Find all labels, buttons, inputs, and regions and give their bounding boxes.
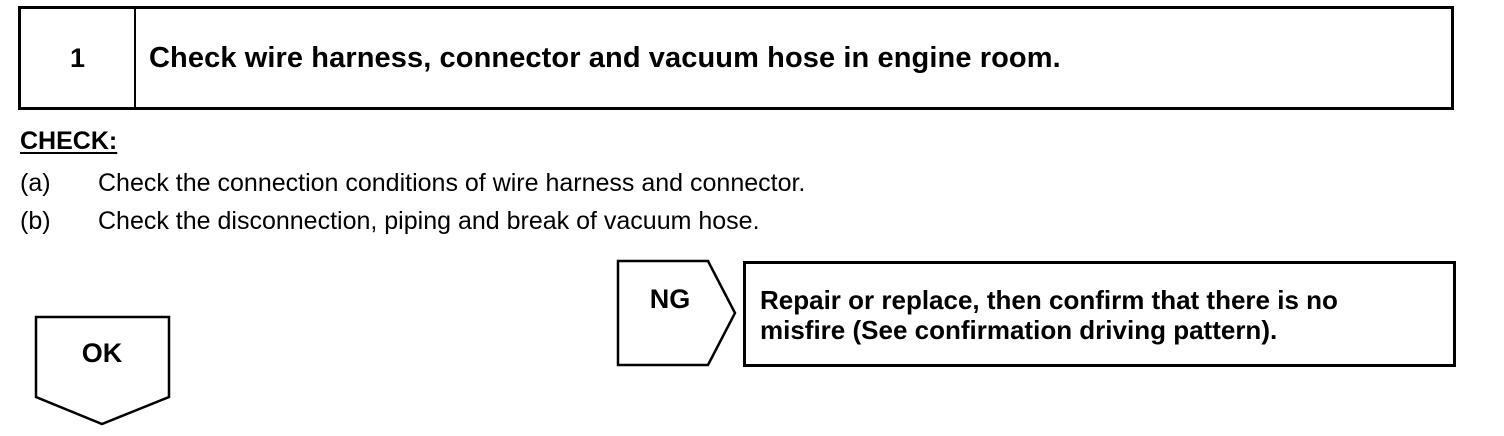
ng-action-line: misfire (See confirmation driving patter… — [760, 315, 1278, 345]
check-item-text: Check the disconnection, piping and brea… — [98, 207, 760, 235]
check-item-letter: (a) — [20, 169, 51, 197]
ng-label: NG — [649, 284, 691, 314]
check-item: (b) Check the disconnection, piping and … — [20, 207, 760, 236]
ng-arrow-shape — [616, 259, 737, 367]
ng-action-line: Repair or replace, then confirm that the… — [760, 285, 1338, 315]
check-item: (a) Check the connection conditions of w… — [20, 169, 805, 198]
ok-arrow-shape — [34, 315, 171, 426]
ok-label: OK — [81, 338, 123, 368]
ng-action-box: Repair or replace, then confirm that the… — [743, 261, 1456, 367]
check-item-text: Check the connection conditions of wire … — [98, 169, 806, 197]
step-number: 1 — [21, 9, 136, 107]
step-title: Check wire harness, connector and vacuum… — [149, 41, 1061, 74]
check-heading: CHECK: — [20, 127, 118, 155]
step-header: 1 Check wire harness, connector and vacu… — [18, 6, 1454, 110]
check-item-letter: (b) — [20, 207, 51, 235]
